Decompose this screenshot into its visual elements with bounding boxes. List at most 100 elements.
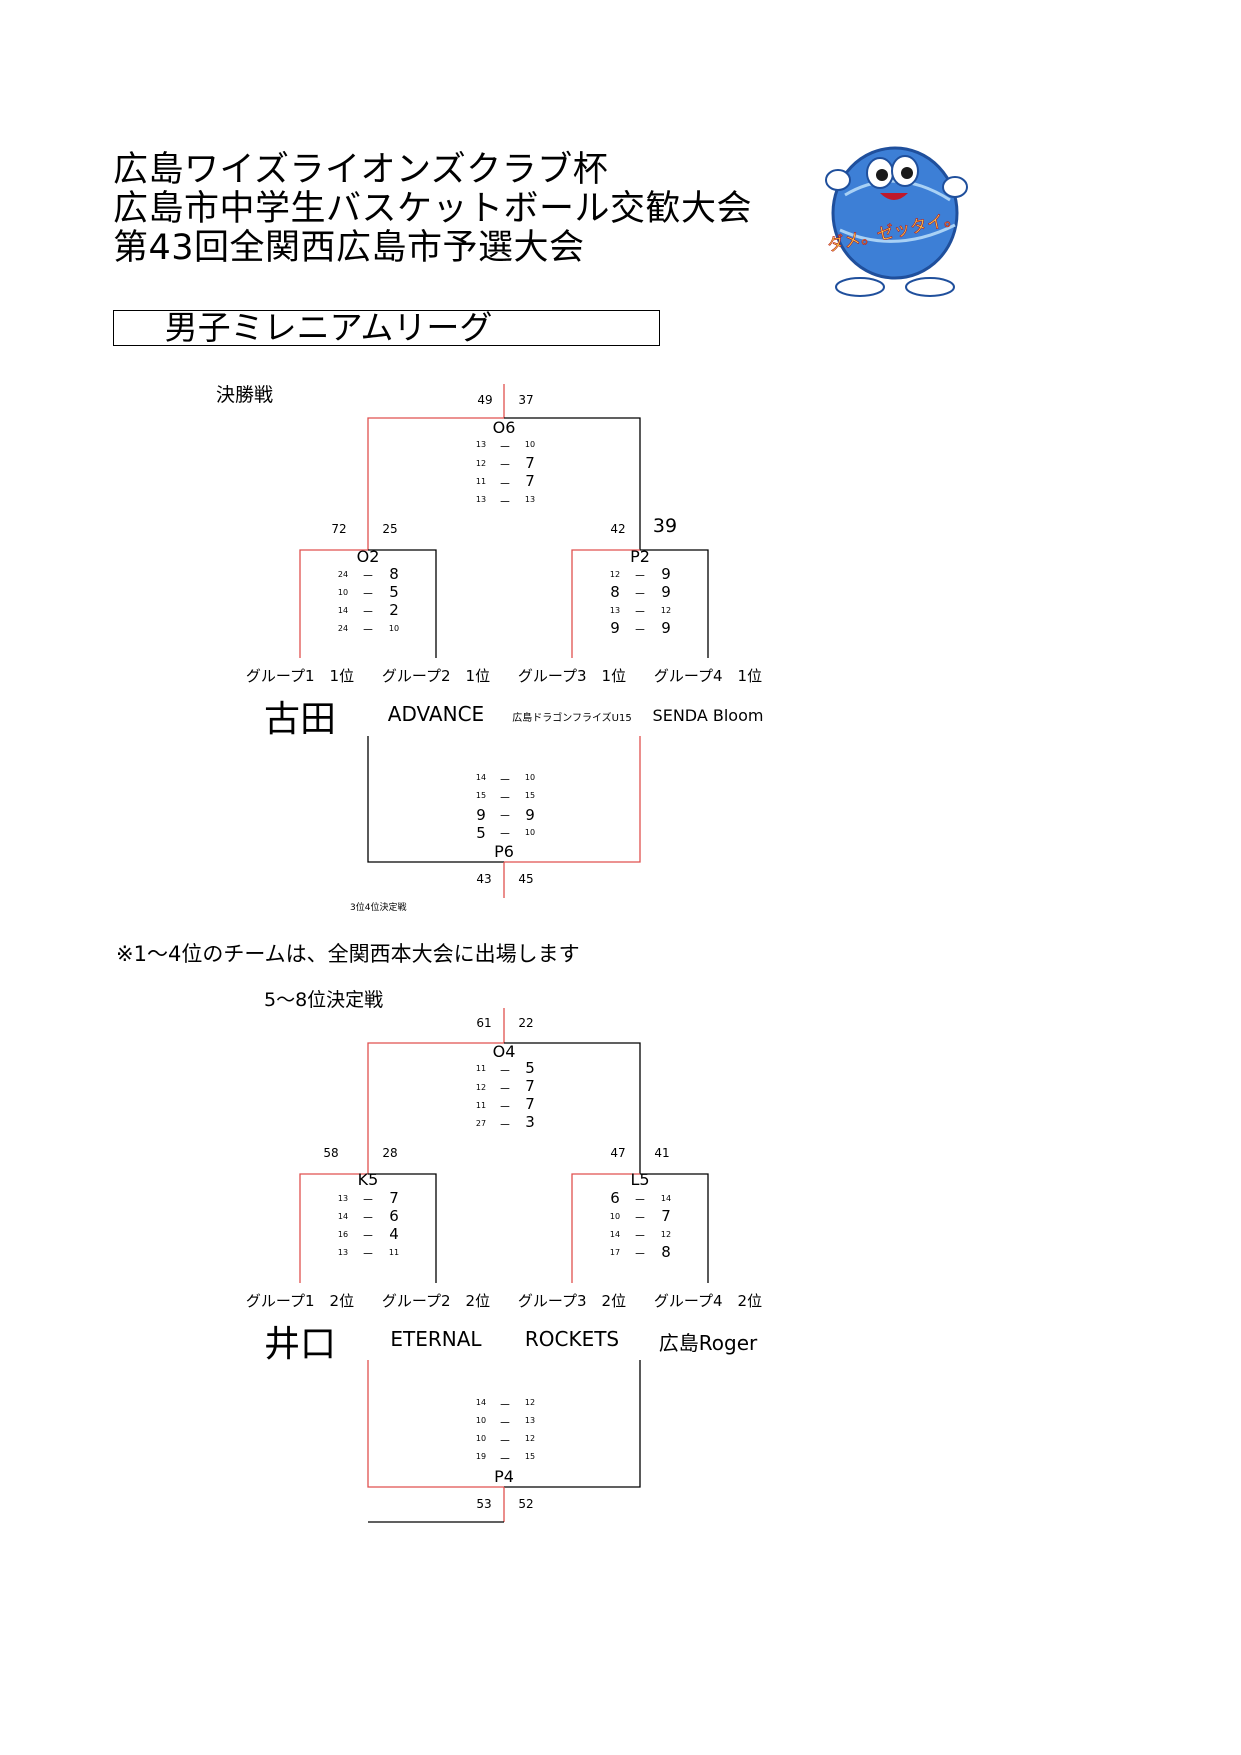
quarter-dash: －	[361, 1227, 375, 1244]
l5-q2-right: 7	[657, 1207, 675, 1225]
semi-k5-left	[300, 1174, 368, 1283]
team-name: 広島Roger	[640, 1327, 776, 1356]
p6-left-total: 43	[469, 872, 499, 886]
k5-q2-left: 14	[334, 1212, 352, 1221]
quarter-dash: －	[633, 1227, 647, 1244]
quarter-dash: －	[633, 567, 647, 584]
group-label: グループ3 2位	[504, 1290, 640, 1311]
semi-p2-q1-right: 9	[657, 565, 675, 583]
placement-final-left-total: 61	[469, 1016, 499, 1030]
o4-q2-right: 7	[521, 1077, 539, 1095]
quarter-dash: －	[361, 585, 375, 602]
semi-k5-left-total: 58	[316, 1146, 346, 1160]
semi-k5-game-id: K5	[348, 1170, 388, 1189]
quarter-dash: －	[361, 603, 375, 620]
team-name: SENDA Bloom	[640, 706, 776, 725]
quarter-dash: －	[498, 789, 512, 806]
group-label: グループ3 1位	[504, 665, 640, 686]
quarter-dash: －	[498, 807, 512, 824]
semi-o2-q1-left: 24	[334, 570, 352, 579]
final-left-total: 49	[470, 393, 500, 407]
group-label: グループ1 2位	[232, 1290, 368, 1311]
semi-l5-right	[640, 1174, 708, 1283]
semi-o2-q4-right: 10	[385, 624, 403, 633]
quarter-dash: －	[498, 1062, 512, 1079]
final-q3-right: 7	[521, 472, 539, 490]
p4-left-total: 53	[469, 1497, 499, 1511]
p4-game-id: P4	[484, 1467, 524, 1486]
team-name: 古田	[232, 690, 368, 742]
quarter-dash: －	[498, 1450, 512, 1467]
semi-l5-left-total: 47	[603, 1146, 633, 1160]
quarter-dash: －	[498, 1396, 512, 1413]
l5-q4-right: 8	[657, 1243, 675, 1261]
group-label: グループ2 2位	[368, 1290, 504, 1311]
p4-q4-right: 15	[521, 1452, 539, 1461]
quarter-dash: －	[498, 771, 512, 788]
p6-q2-left: 15	[472, 791, 490, 800]
l5-q2-left: 10	[606, 1212, 624, 1221]
team-name: ADVANCE	[368, 702, 504, 726]
team-name: ROCKETS	[504, 1327, 640, 1351]
p4-q3-right: 12	[521, 1434, 539, 1443]
group-label: グループ2 1位	[368, 665, 504, 686]
final-game-id: O6	[484, 418, 524, 437]
quarter-dash: －	[498, 475, 512, 492]
semi-p2-q3-right: 12	[657, 606, 675, 615]
quarter-dash: －	[498, 456, 512, 473]
semi-o2-q4-left: 24	[334, 624, 352, 633]
o4-q1-left: 11	[472, 1064, 490, 1073]
p6-game-id: P6	[484, 842, 524, 861]
p6-q4-right: 10	[521, 828, 539, 837]
semi-o2-game-id: O2	[348, 547, 388, 566]
semi-p2-q4-left: 9	[606, 619, 624, 637]
team-name: ETERNAL	[368, 1327, 504, 1351]
team-name: 広島ドラゴンフライズU15	[504, 709, 640, 724]
o4-q4-left: 27	[472, 1119, 490, 1128]
p6-q2-right: 15	[521, 791, 539, 800]
semi-p2-q2-left: 8	[606, 583, 624, 601]
placement-final-right-total: 22	[511, 1016, 541, 1030]
third-place-label: 3位4位決定戦	[350, 900, 406, 913]
quarter-dash: －	[633, 585, 647, 602]
o4-q3-left: 11	[472, 1101, 490, 1110]
p4-right-total: 52	[511, 1497, 541, 1511]
group-label: グループ4 2位	[640, 1290, 776, 1311]
p6-q4-left: 5	[472, 824, 490, 842]
p4-q1-left: 14	[472, 1398, 490, 1407]
k5-q1-left: 13	[334, 1194, 352, 1203]
team-name: 井口	[232, 1315, 368, 1367]
k5-q4-left: 13	[334, 1248, 352, 1257]
semi-o2-left	[300, 550, 368, 658]
quarter-dash: －	[361, 567, 375, 584]
semi-p2-q1-left: 12	[606, 570, 624, 579]
final-q1-right: 10	[521, 440, 539, 449]
final-q4-right: 13	[521, 495, 539, 504]
semi-p2-left	[572, 550, 640, 658]
p4-q1-right: 12	[521, 1398, 539, 1407]
placement-final-game-id: O4	[484, 1042, 524, 1061]
semi-o2-left-total: 72	[324, 522, 354, 536]
quarter-dash: －	[498, 1080, 512, 1097]
quarter-dash: －	[633, 621, 647, 638]
final-right-total: 37	[511, 393, 541, 407]
o4-q1-right: 5	[521, 1059, 539, 1077]
semi-o2-q2-left: 10	[334, 588, 352, 597]
quarter-dash: －	[361, 1209, 375, 1226]
final-q2-right: 7	[521, 454, 539, 472]
l5-q3-left: 14	[606, 1230, 624, 1239]
quarter-dash: －	[498, 493, 512, 510]
semi-l5-right-total: 41	[647, 1146, 677, 1160]
p6-q3-left: 9	[472, 806, 490, 824]
quarter-dash: －	[633, 1209, 647, 1226]
semi-o2-q1-right: 8	[385, 565, 403, 583]
quarter-dash: －	[498, 1098, 512, 1115]
semi-p2-q3-left: 13	[606, 606, 624, 615]
quarter-dash: －	[633, 1191, 647, 1208]
final-q1-left: 13	[472, 440, 490, 449]
final-section-title: 決勝戦	[216, 380, 273, 407]
p4-q2-right: 13	[521, 1416, 539, 1425]
semi-o2-q3-right: 2	[385, 601, 403, 619]
k5-q1-right: 7	[385, 1189, 403, 1207]
